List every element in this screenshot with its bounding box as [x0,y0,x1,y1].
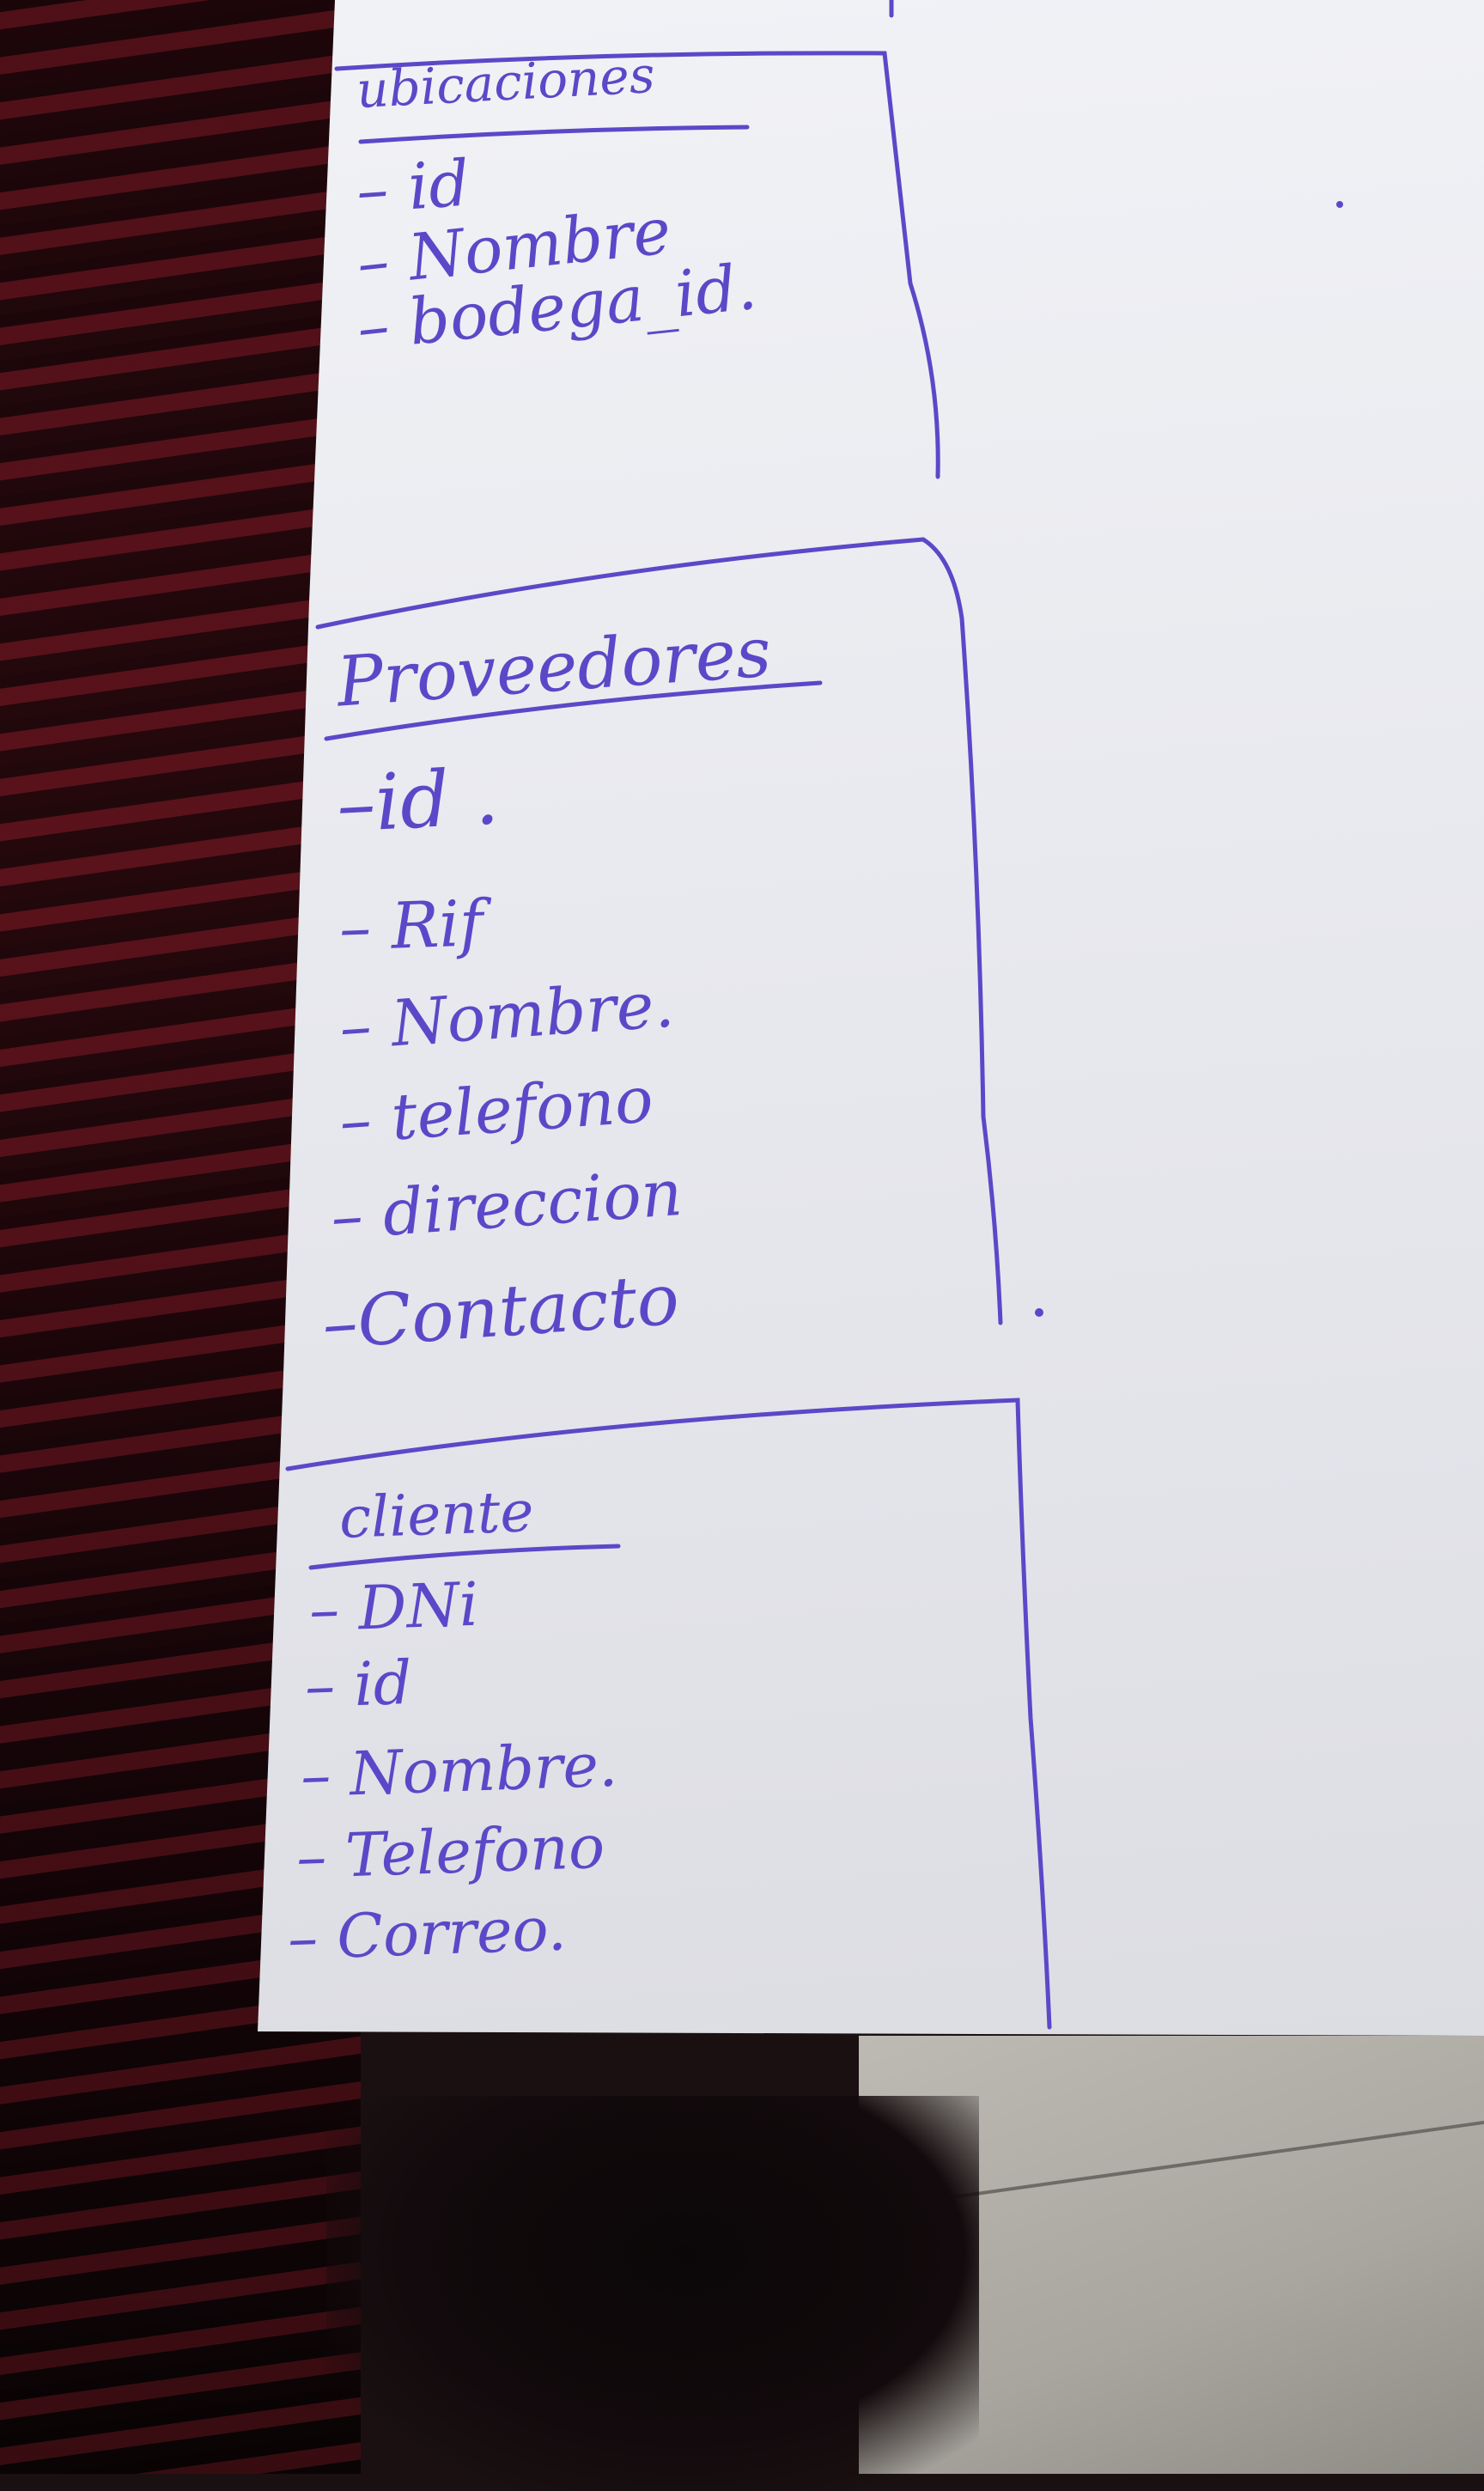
field-name: id . [373,752,502,849]
table-title-cliente: cliente [338,1478,535,1551]
field-name: id [405,146,472,225]
field-row: –id . [334,752,502,850]
field-row: – DNi [307,1568,480,1646]
field-name: Rif [390,886,484,964]
field-name: Correo. [335,1893,568,1972]
field-row: – Rif [338,886,484,965]
field-name: DNi [356,1568,480,1644]
field-row: – Telefono [295,1811,606,1893]
paper-sheet [258,0,1484,2036]
field-name: id [352,1647,413,1721]
field-row: – Nombre. [299,1729,619,1812]
field-row: – id [303,1647,413,1722]
shoe-shadow [326,2096,979,2491]
field-name: Nombre. [348,1729,619,1810]
field-name: Telefono [344,1811,606,1891]
field-row: – Correo. [286,1893,568,1974]
